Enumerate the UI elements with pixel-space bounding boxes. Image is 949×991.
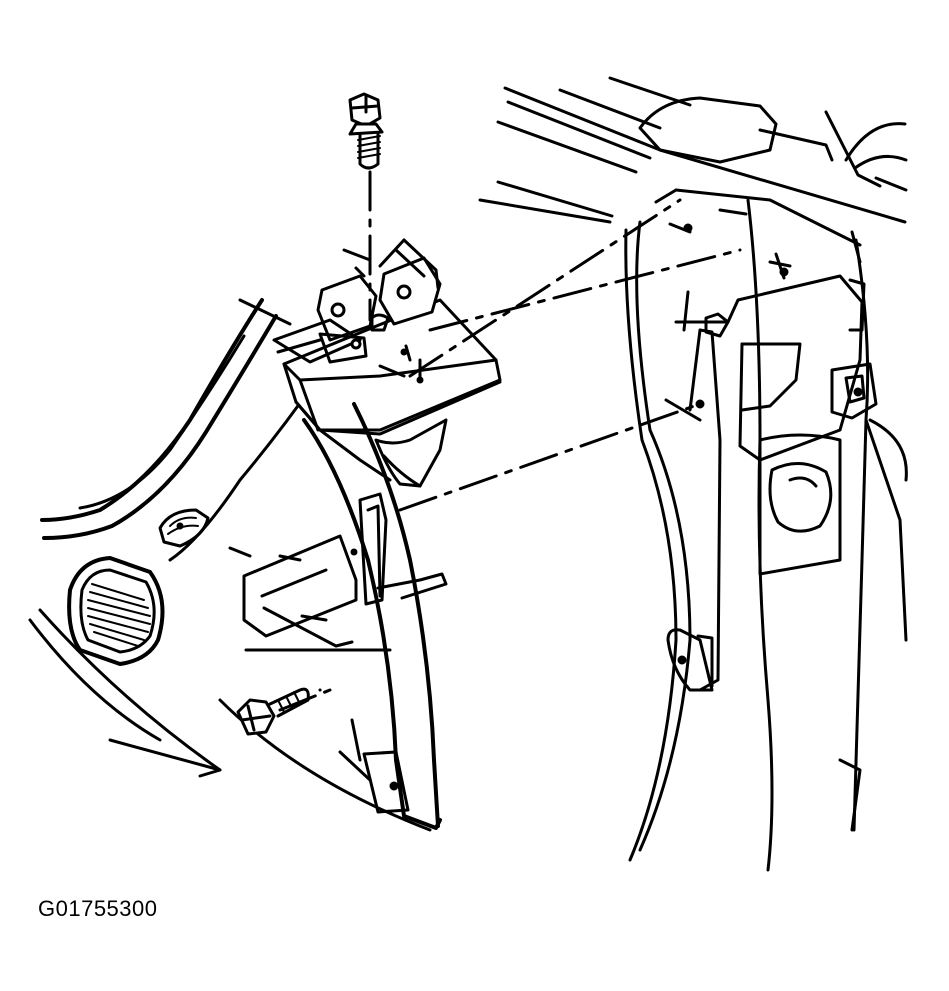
b-pillar-structure (624, 198, 908, 872)
mounting-plate (228, 534, 392, 652)
guide-strip (302, 402, 448, 830)
quarter-trim-panel (28, 298, 432, 832)
alignment-lines (278, 170, 742, 712)
upper-bolt (348, 92, 384, 170)
roof-rail-structure (496, 76, 908, 268)
floor-lines (478, 198, 612, 224)
figure-id-label: G01755300 (38, 896, 158, 921)
seat-belt-guide-bracket (272, 238, 502, 488)
lower-bolt (236, 687, 310, 736)
trim-clip (158, 508, 210, 548)
speaker-grille (67, 556, 165, 666)
